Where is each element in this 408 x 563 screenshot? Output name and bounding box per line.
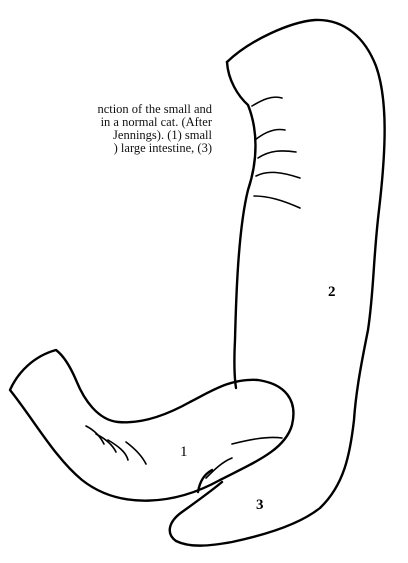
- small-intestine-outline: [10, 350, 293, 501]
- fold-line-3: [258, 151, 296, 158]
- fold-line-8: [108, 440, 128, 460]
- fold-line-6: [86, 426, 104, 444]
- fold-line-2: [255, 129, 285, 140]
- label-small-intestine: 1: [180, 444, 188, 460]
- label-third-part: 3: [256, 497, 264, 513]
- large-intestine-outline: [170, 20, 385, 546]
- fold-line-1: [252, 97, 282, 106]
- fold-line-5: [254, 196, 300, 208]
- large-intestine-left-wall: [227, 62, 256, 388]
- label-large-intestine: 2: [328, 284, 336, 300]
- fold-line-9: [126, 442, 146, 464]
- fold-line-4: [256, 172, 300, 178]
- fold-line-10: [232, 437, 282, 444]
